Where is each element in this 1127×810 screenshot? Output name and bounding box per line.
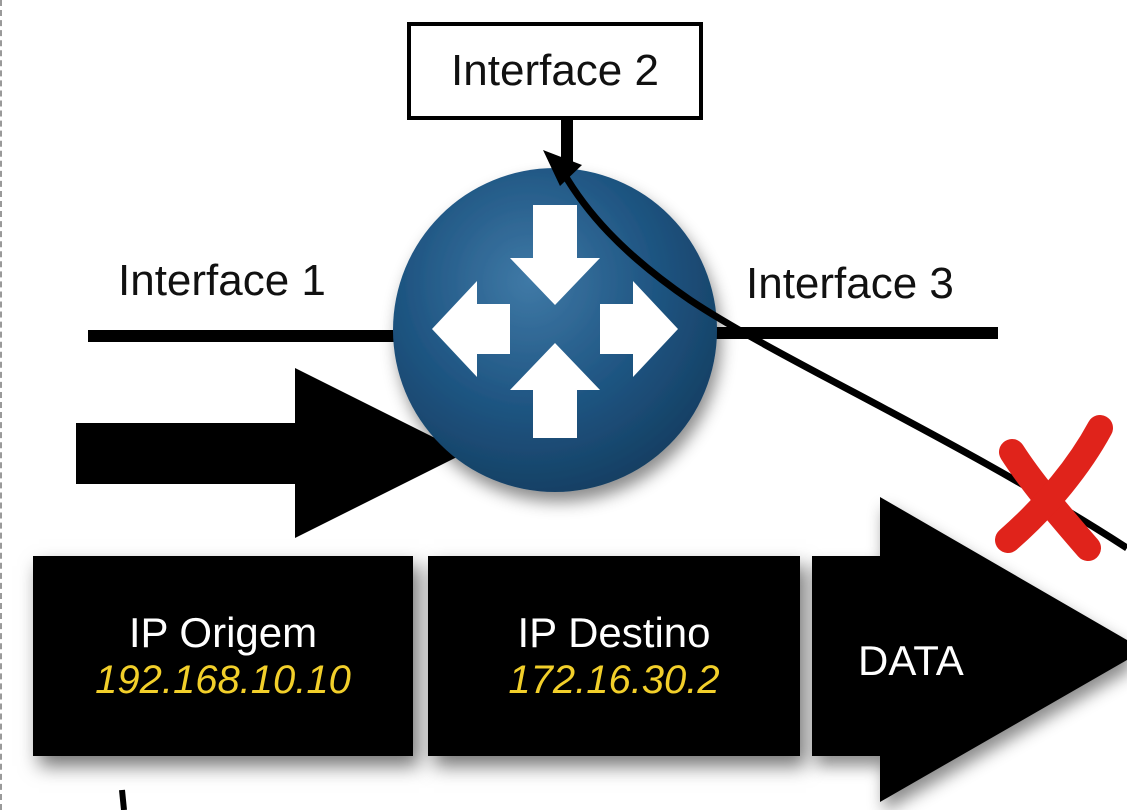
route-arrow-icon — [559, 170, 1127, 551]
destination-ip-box: IP Destino 172.16.30.2 — [428, 556, 800, 756]
destination-ip-title: IP Destino — [517, 608, 711, 656]
source-ip-value: 192.168.10.10 — [95, 658, 351, 703]
source-ip-title: IP Origem — [128, 608, 318, 656]
source-ip-box: IP Origem 192.168.10.10 — [33, 556, 413, 756]
route-arrowhead — [543, 150, 582, 186]
interface-2-label: Interface 2 — [451, 46, 659, 95]
interface-3-label: Interface 3 — [746, 259, 954, 308]
page-dashed-border — [0, 0, 6, 810]
incoming-direction-arrow-icon — [76, 368, 465, 538]
bottom-stroke — [119, 789, 127, 810]
data-payload-label: DATA — [858, 637, 964, 684]
data-direction-arrow-icon — [812, 497, 1127, 802]
interface-1-label: Interface 1 — [118, 256, 326, 305]
destination-ip-value: 172.16.30.2 — [508, 658, 720, 703]
router-icon — [393, 168, 717, 492]
reject-x-icon — [995, 415, 1113, 561]
interface-2-box: Interface 2 — [407, 22, 703, 120]
